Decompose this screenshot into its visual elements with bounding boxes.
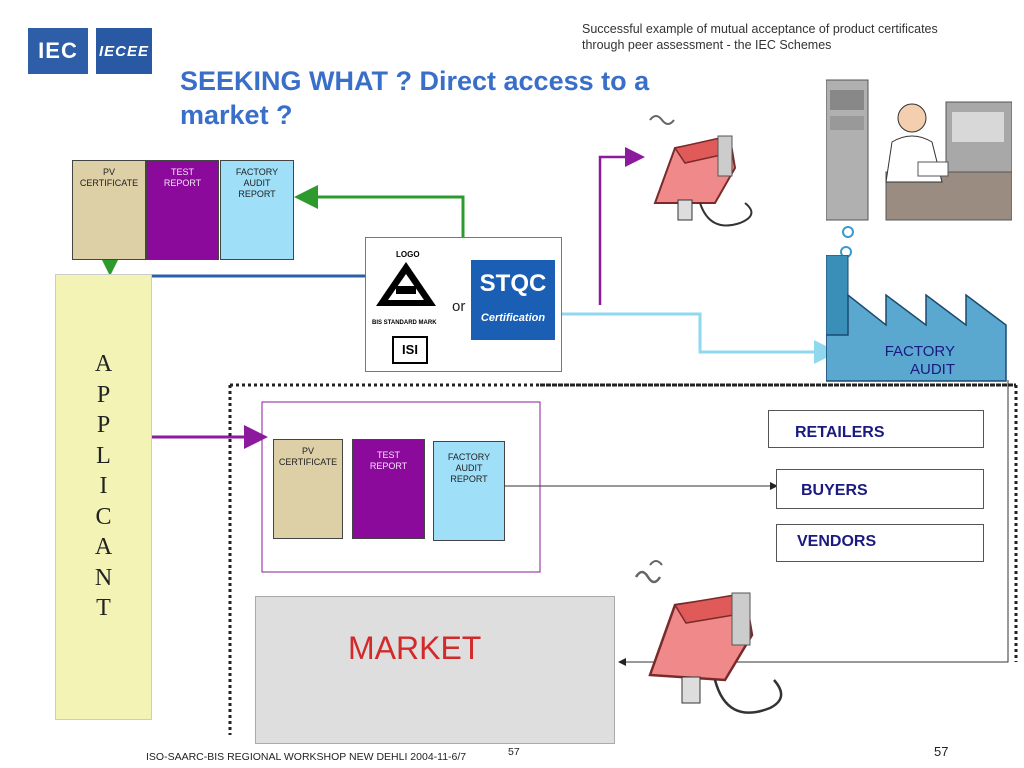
footer-right-page-number: 57	[934, 744, 949, 759]
header-note-line1: Successful example of mutual acceptance …	[582, 22, 938, 36]
vendors-label: VENDORS	[797, 533, 877, 550]
middle-test-report: TEST REPORT	[352, 439, 425, 539]
title-line2: market ?	[180, 100, 293, 130]
top-pv-line1: PV	[102, 167, 115, 177]
buyers-label: BUYERS	[801, 482, 868, 499]
applicant-letter: I	[99, 473, 108, 499]
applicant-letter: P	[96, 381, 111, 408]
header-note-line2: through peer assessment - the IEC Scheme…	[582, 38, 832, 52]
middle-pv-certificate: PV CERTIFICATE	[273, 439, 343, 539]
applicant-letter: A	[94, 534, 113, 560]
arrow-to-market	[618, 380, 1009, 666]
iron-icon-top	[649, 115, 753, 227]
vendors-box: VENDORS	[776, 524, 984, 562]
middle-pv-line2: CERTIFICATE	[278, 457, 338, 467]
applicant-letter: C	[95, 503, 112, 530]
or-text: or	[452, 298, 466, 315]
middle-pv-line1: PV	[301, 446, 314, 456]
middle-audit-line3: REPORT	[450, 474, 488, 484]
middle-docs-frame	[261, 401, 541, 573]
applicant-letter: T	[96, 595, 111, 621]
stqc-logo: STQC Certification	[471, 260, 555, 340]
footer-workshop-text: ISO-SAARC-BIS REGIONAL WORKSHOP NEW DEHL…	[146, 751, 467, 763]
top-test-line1: TEST	[170, 167, 194, 177]
top-test-line2: REPORT	[163, 178, 202, 188]
cyan-arrow-to-factory	[560, 312, 838, 364]
iron-icon-bottom	[634, 560, 783, 714]
header-note: Successful example of mutual acceptance …	[582, 21, 1002, 53]
top-pv-line2: CERTIFICATE	[79, 178, 139, 188]
factory-label-line1: FACTORY	[884, 343, 955, 360]
middle-audit-line2: AUDIT	[455, 463, 483, 473]
top-audit-line2: AUDIT	[243, 178, 271, 188]
middle-test-line2: REPORT	[369, 461, 408, 471]
stqc-text: STQC	[479, 270, 547, 297]
stqc-cert-text: Certification	[480, 312, 546, 324]
applicant-letter: L	[96, 442, 111, 469]
top-factory-audit-report: FACTORY AUDIT REPORT	[220, 160, 294, 260]
market-box	[255, 596, 615, 744]
purple-arrow-to-iron	[598, 147, 645, 305]
applicant-letter: N	[94, 564, 113, 591]
market-label: MARKET	[348, 630, 482, 666]
top-test-report: TEST REPORT	[146, 160, 219, 260]
factory-label-line2: AUDIT	[910, 361, 955, 378]
isi-mark-icon: ISI	[392, 336, 428, 364]
middle-factory-audit-report: FACTORY AUDIT REPORT	[433, 441, 505, 541]
footer-center-page-number: 57	[508, 746, 520, 758]
green-arrow-to-audit-report	[294, 185, 465, 240]
top-audit-line1: FACTORY	[235, 167, 279, 177]
logo-label: LOGO	[396, 250, 420, 259]
title-line1: SEEKING WHAT ? Direct access to a	[180, 66, 650, 96]
applicant-letter: P	[96, 412, 111, 438]
factory-audit-label: FACTORY AUDIT	[835, 343, 955, 379]
iecee-logo: IECEE	[96, 28, 152, 74]
bis-caption: BIS STANDARD MARK	[372, 320, 437, 326]
middle-audit-line1: FACTORY	[447, 452, 491, 462]
middle-test-line1: TEST	[376, 450, 400, 460]
applicant-letter: A	[94, 351, 113, 377]
top-pv-certificate: PV CERTIFICATE	[72, 160, 146, 260]
certification-marks-box: LOGO BIS STANDARD MARK ISI or STQC Certi…	[365, 237, 562, 372]
retailers-box: RETAILERS	[768, 410, 984, 448]
bis-triangle-icon	[376, 262, 436, 306]
page-title: SEEKING WHAT ? Direct access to a market…	[180, 64, 800, 132]
lab-worker-icon	[826, 79, 1012, 221]
iec-logo: IEC	[28, 28, 88, 74]
buyers-box: BUYERS	[776, 469, 984, 509]
retailers-label: RETAILERS	[795, 424, 885, 441]
factory-icon	[826, 255, 1007, 382]
top-audit-line3: REPORT	[238, 189, 276, 199]
